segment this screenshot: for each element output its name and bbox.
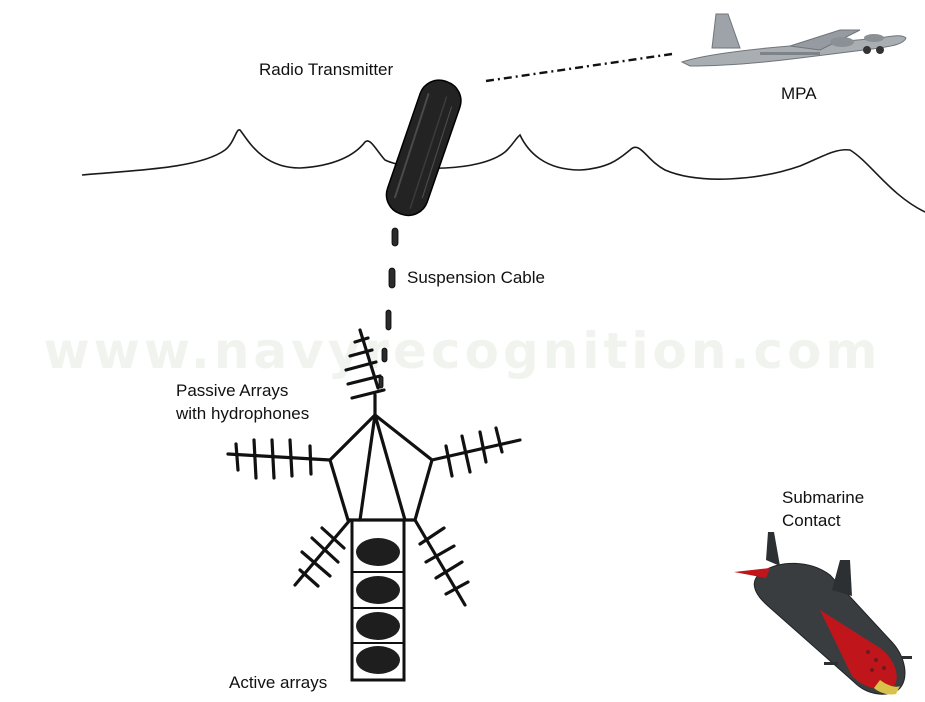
active-arrays-label: Active arrays [229,673,328,692]
suspension-cable-label: Suspension Cable [407,268,545,287]
passive-arrays-label-line2: with hydrophones [176,404,310,423]
submarine-icon [734,532,912,695]
mpa-label: MPA [781,84,817,103]
radio-link-line [485,52,673,83]
sea-surface-line [81,129,925,213]
suspension-cable [378,227,399,389]
submarine-label-line2: Contact [782,511,841,530]
radio-transmitter-label: Radio Transmitter [259,60,394,79]
watermark: www.navyrecognition.com [43,322,882,380]
submarine-label-line1: Submarine [782,488,865,507]
aircraft-icon [680,13,907,67]
passive-arrays-label-line1: Passive Arrays [176,381,289,400]
active-arrays [350,518,406,682]
radio-transmitter-buoy [385,79,462,217]
